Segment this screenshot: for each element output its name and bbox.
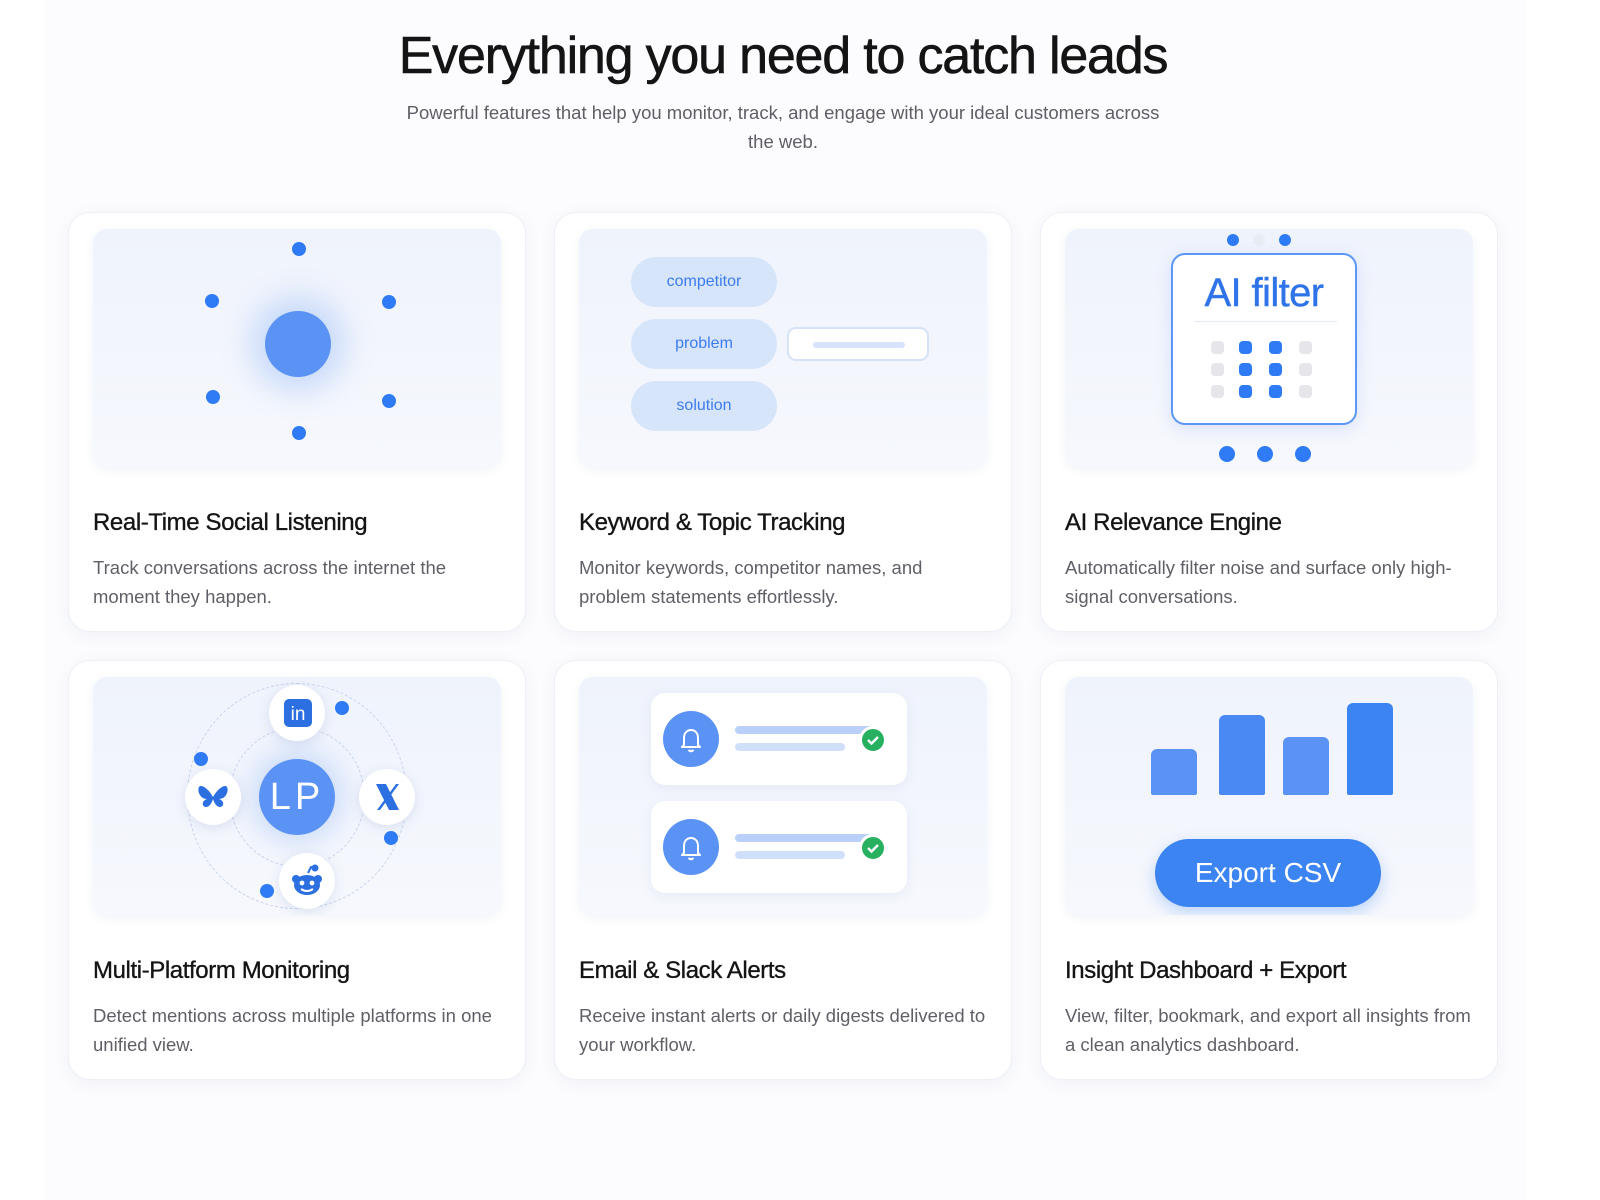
chart-bar	[1151, 749, 1197, 795]
keyword-input-mock	[787, 327, 929, 361]
radar-dot	[382, 295, 396, 309]
orbit-dot	[260, 884, 274, 898]
section-header: Everything you need to catch leads Power…	[0, 26, 1566, 156]
orbit-dot	[335, 701, 349, 715]
orbit-dot	[194, 752, 208, 766]
radar-illustration	[93, 229, 501, 467]
reddit-icon	[279, 853, 335, 909]
ai-filter-illustration: AI filter	[1065, 229, 1473, 467]
feature-title: Multi-Platform Monitoring	[93, 957, 350, 984]
keyword-pill-problem: problem	[631, 319, 777, 369]
feature-card-ai-relevance: AI filter AI Relevance Engine Automatica…	[1040, 212, 1498, 632]
check-icon	[859, 834, 887, 862]
radar-dot	[205, 294, 219, 308]
export-csv-button[interactable]: Export CSV	[1155, 839, 1381, 907]
feature-description: Receive instant alerts or daily digests …	[579, 1005, 986, 1055]
notification-card	[651, 801, 907, 893]
feature-card-multi-platform: LP in	[68, 660, 526, 1080]
feature-title: Keyword & Topic Tracking	[579, 509, 846, 536]
feature-description: Detect mentions across multiple platform…	[93, 1005, 492, 1055]
output-dot	[1219, 446, 1235, 462]
radar-dot	[292, 242, 306, 256]
radar-dot	[206, 390, 220, 404]
radar-dot	[292, 426, 306, 440]
keyword-pill-solution: solution	[631, 381, 777, 431]
platform-orbit-illustration: LP in	[93, 677, 501, 915]
alerts-illustration	[579, 677, 987, 915]
bluesky-icon	[185, 769, 241, 825]
feature-title: Email & Slack Alerts	[579, 957, 786, 984]
pager-dot	[1253, 234, 1265, 246]
keyword-illustration: competitor problem solution	[579, 229, 987, 467]
dashboard-illustration: Export CSV	[1065, 677, 1473, 915]
output-dot	[1257, 446, 1273, 462]
feature-card-dashboard-export: Export CSV Insight Dashboard + Export Vi…	[1040, 660, 1498, 1080]
feature-card-keyword-tracking: competitor problem solution Keyword & To…	[554, 212, 1012, 632]
chart-bar	[1283, 737, 1329, 795]
radar-dot	[382, 394, 396, 408]
bell-icon	[663, 819, 719, 875]
feature-description: Monitor keywords, competitor names, and …	[579, 557, 923, 607]
orbit-dot	[384, 831, 398, 845]
radar-center	[265, 311, 331, 377]
feature-title: Real-Time Social Listening	[93, 509, 368, 536]
feature-description: View, filter, bookmark, and export all i…	[1065, 1005, 1471, 1055]
feature-title: AI Relevance Engine	[1065, 509, 1282, 536]
output-dot	[1295, 446, 1311, 462]
x-icon	[359, 769, 415, 825]
feature-description: Track conversations across the internet …	[93, 557, 447, 607]
section-subtitle: Powerful features that help you monitor,…	[406, 102, 1160, 152]
check-icon	[859, 726, 887, 754]
ai-filter-label: AI filter	[1204, 271, 1324, 315]
pager-dot	[1227, 234, 1239, 246]
feature-title: Insight Dashboard + Export	[1065, 957, 1347, 984]
feature-card-alerts: Email & Slack Alerts Receive instant ale…	[554, 660, 1012, 1080]
svg-text:in: in	[291, 704, 306, 725]
feature-description: Automatically filter noise and surface o…	[1065, 557, 1452, 607]
linkedin-icon: in	[269, 685, 325, 741]
ai-filter-box: AI filter	[1171, 253, 1357, 425]
brand-hub: LP	[259, 759, 335, 835]
chart-bar	[1219, 715, 1265, 795]
feature-card-social-listening: Real-Time Social Listening Track convers…	[68, 212, 526, 632]
notification-card	[651, 693, 907, 785]
bell-icon	[663, 711, 719, 767]
section-title: Everything you need to catch leads	[398, 27, 1168, 86]
keyword-pill-competitor: competitor	[631, 257, 777, 307]
chart-bar	[1347, 703, 1393, 795]
pager-dot	[1279, 234, 1291, 246]
